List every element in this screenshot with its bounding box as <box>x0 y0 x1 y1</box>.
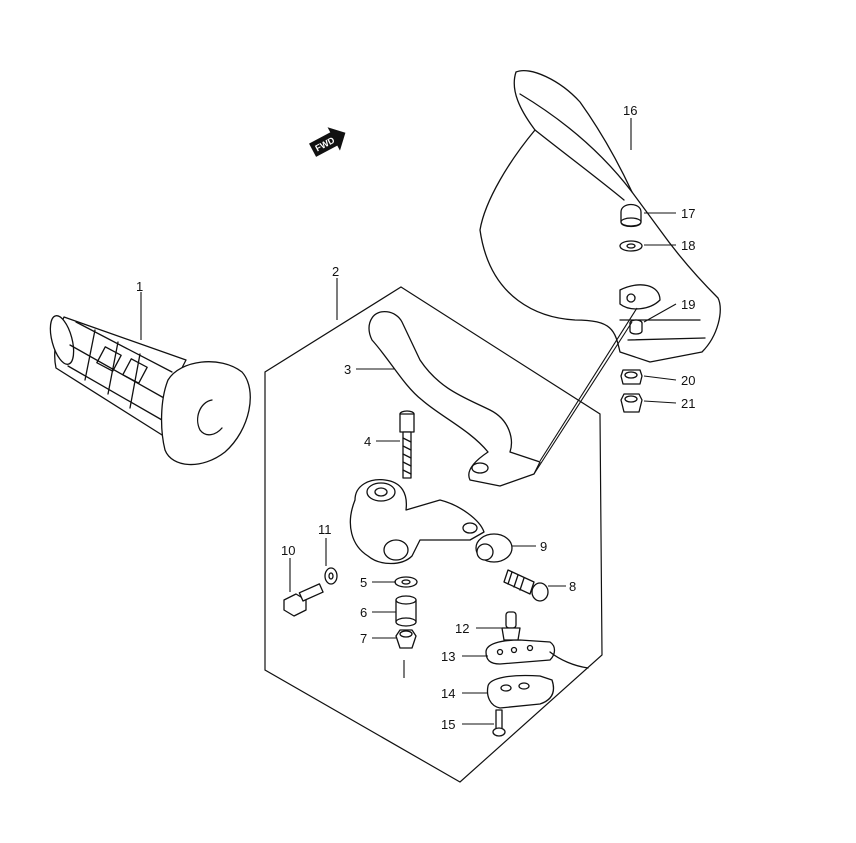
callout-16: 16 <box>623 103 637 118</box>
callout-20: 20 <box>681 373 695 388</box>
lever-holder <box>349 479 485 565</box>
part-8-adjuster-bolt <box>503 569 549 602</box>
callout-1: 1 <box>136 279 143 294</box>
fwd-arrow-icon: FWD <box>309 127 346 157</box>
part-10-bolt <box>283 583 324 617</box>
callout-14: 14 <box>441 686 455 701</box>
callout-18: 18 <box>681 238 695 253</box>
part-21-nut <box>620 393 643 413</box>
part-12-plunger <box>501 611 521 641</box>
part-4-bolt <box>399 410 415 479</box>
callout-21: 21 <box>681 396 695 411</box>
part-3-lever <box>368 311 541 487</box>
part-9-adjuster <box>475 533 513 563</box>
callout-7: 7 <box>360 631 367 646</box>
callout-11: 11 <box>318 522 332 537</box>
callout-12: 12 <box>455 621 469 636</box>
callout-8: 8 <box>569 579 576 594</box>
part-11-washer <box>324 567 338 585</box>
part-19-collar <box>629 319 643 335</box>
callout-13: 13 <box>441 649 455 664</box>
part-13-switch <box>485 639 589 669</box>
callout-6: 6 <box>360 605 367 620</box>
callout-19: 19 <box>681 297 695 312</box>
callout-2: 2 <box>332 264 339 279</box>
part-7-nut <box>395 629 417 649</box>
part-20-nut <box>620 369 643 385</box>
assembly-frame <box>264 286 603 783</box>
connector-line-1 <box>533 321 633 475</box>
part-1-grip <box>49 315 251 466</box>
callout-10: 10 <box>281 543 295 558</box>
callout-3: 3 <box>344 362 351 377</box>
callout-17: 17 <box>681 206 695 221</box>
callout-9: 9 <box>540 539 547 554</box>
callout-15: 15 <box>441 717 455 732</box>
part-15-screw <box>492 709 506 737</box>
part-6-collar <box>395 595 417 627</box>
callout-5: 5 <box>360 575 367 590</box>
callout-4: 4 <box>364 434 371 449</box>
connector-line-2 <box>539 307 638 462</box>
part-14-bracket <box>486 674 555 709</box>
part-5-washer <box>394 576 418 588</box>
part-17-cap-nut <box>620 203 642 228</box>
part-18-washer <box>619 240 643 252</box>
